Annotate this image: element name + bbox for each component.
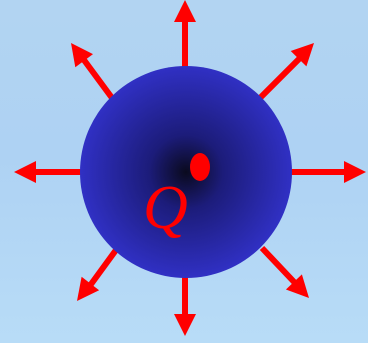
arrow-head <box>344 161 366 183</box>
arrow-down-left <box>77 250 116 301</box>
arrow-shaft <box>262 248 296 284</box>
charge-label: Q <box>143 174 188 242</box>
arrow-up-left <box>71 43 115 102</box>
arrow-shaft <box>84 60 115 102</box>
arrow-up-right <box>256 43 314 102</box>
arrow-right <box>290 161 366 183</box>
point-charge <box>190 153 210 181</box>
arrow-left <box>14 161 82 183</box>
arrow-down <box>174 276 196 336</box>
arrow-head <box>174 0 196 22</box>
arrow-up <box>174 0 196 70</box>
arrow-head <box>174 314 196 336</box>
arrow-head <box>14 161 36 183</box>
arrow-shaft <box>89 250 116 287</box>
arrow-shaft <box>256 57 301 102</box>
arrow-down-right <box>262 248 309 298</box>
charged-sphere <box>80 66 292 278</box>
